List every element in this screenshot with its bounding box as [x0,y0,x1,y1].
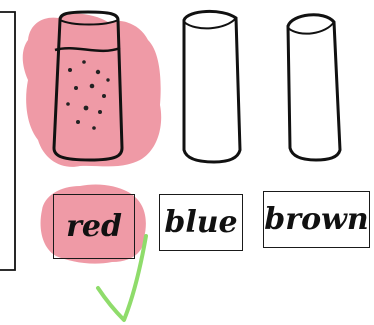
test-tube-empty-icon [286,13,342,162]
pink-blob-label [40,184,146,264]
label-box-blue[interactable]: blue [159,194,243,251]
test-tube-filled-icon [52,10,124,162]
checkmark-icon [96,234,148,322]
label-text-brown: brown [264,202,369,237]
left-frame [0,11,16,271]
label-box-red[interactable]: red [53,194,135,259]
label-box-brown[interactable]: brown [263,191,370,248]
label-text-red: red [66,209,122,244]
pink-blob-top [22,13,162,167]
test-tube-empty-icon [182,10,242,164]
label-text-blue: blue [164,205,238,240]
